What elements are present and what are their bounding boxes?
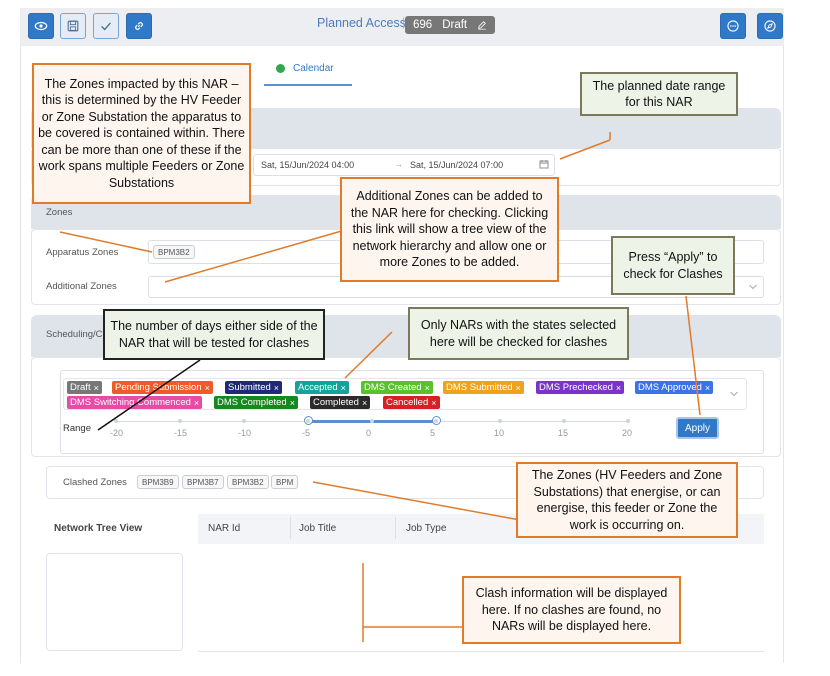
scheduling-title: Scheduling/C	[46, 329, 103, 340]
tab-calendar[interactable]: Calendar	[264, 58, 352, 86]
clashed-zones-label: Clashed Zones	[63, 477, 127, 488]
remove-icon[interactable]: ×	[361, 397, 368, 408]
edit-icon	[478, 21, 487, 30]
zones-title: Zones	[46, 207, 73, 218]
column-header-job-type[interactable]: Job Type	[406, 523, 447, 534]
remove-icon[interactable]: ×	[431, 397, 437, 408]
eye-icon	[34, 21, 48, 31]
column-divider	[395, 517, 396, 539]
callout-states: Only NARs with the states selected here …	[408, 307, 629, 360]
range-tick-label: -20	[110, 428, 124, 438]
state-chip-dms-completed[interactable]: DMS Completed×	[214, 396, 298, 409]
callout-days-range: The number of days either side of the NA…	[103, 309, 325, 360]
state-chip-submitted[interactable]: Submitted×	[225, 381, 283, 394]
chevron-down-icon[interactable]	[748, 283, 758, 291]
date-range-input[interactable]	[253, 154, 555, 176]
save-button[interactable]	[60, 13, 86, 39]
save-icon	[67, 20, 79, 32]
range-tick-mark	[178, 419, 182, 423]
title-divider: |	[402, 15, 406, 29]
clashed-zone-chip: BPM3B9	[137, 475, 179, 489]
remove-icon[interactable]: ×	[340, 382, 346, 393]
status-badge: Draft	[442, 19, 468, 31]
remove-icon[interactable]: ×	[193, 397, 200, 408]
callout-clashed-zones: The Zones (HV Feeders and Zone Substatio…	[516, 462, 738, 538]
compass-icon	[764, 20, 776, 32]
network-tree-title: Network Tree View	[54, 523, 143, 534]
state-chip-completed[interactable]: Completed×	[310, 396, 371, 409]
range-tick-label: -10	[238, 428, 252, 438]
clashed-zone-chip: BPM	[271, 475, 299, 489]
range-tick-mark	[498, 419, 502, 423]
remove-icon[interactable]: ×	[273, 382, 280, 393]
remove-icon[interactable]: ×	[93, 382, 99, 393]
start-date: Sat, 15/Jun/2024 04:00	[261, 160, 355, 170]
range-tick-label: 5	[430, 428, 436, 438]
check-icon	[101, 22, 111, 31]
more-button[interactable]	[720, 13, 746, 39]
range-tick-mark	[370, 419, 374, 423]
remove-icon[interactable]: ×	[515, 382, 521, 393]
state-chip-dms-approved[interactable]: DMS Approved×	[635, 381, 714, 394]
state-chip-dms-created[interactable]: DMS Created×	[361, 381, 433, 394]
range-tick-label: 10	[494, 428, 505, 438]
range-tick-label: 20	[622, 428, 633, 438]
more-icon	[727, 20, 739, 32]
chevron-down-icon[interactable]	[729, 390, 739, 398]
link-icon	[135, 22, 143, 30]
link-button[interactable]	[126, 13, 152, 39]
range-tick-mark	[306, 419, 310, 423]
range-tick-label: -15	[174, 428, 188, 438]
tab-calendar-label: Calendar	[293, 63, 334, 74]
end-date: Sat, 15/Jun/2024 07:00	[410, 160, 504, 170]
clashed-zone-chip: BPM3B2	[227, 475, 269, 489]
apparatus-zones-label: Apparatus Zones	[46, 247, 119, 258]
callout-date-range: The planned date range for this NAR	[580, 72, 738, 116]
range-label: Range	[63, 423, 91, 434]
state-chip-dms-switching-commenced[interactable]: DMS Switching Commenced×	[67, 396, 203, 409]
range-tick-mark	[242, 419, 246, 423]
remove-icon[interactable]: ×	[289, 397, 295, 408]
nar-badge[interactable]: 696 Draft	[405, 16, 496, 34]
callout-additional-zones: Additional Zones can be added to the NAR…	[340, 177, 559, 282]
state-chip-cancelled[interactable]: Cancelled×	[383, 396, 440, 409]
state-chip-pending-submission[interactable]: Pending Submission×	[112, 381, 213, 394]
range-tick-mark	[626, 419, 630, 423]
nar-id: 696	[413, 19, 433, 31]
view-button[interactable]	[28, 13, 54, 39]
state-chip-dms-prechecked[interactable]: DMS Prechecked×	[536, 381, 625, 394]
network-tree-panel[interactable]	[46, 553, 183, 651]
callout-clash-info: Clash information will be displayed here…	[462, 576, 681, 644]
remove-icon[interactable]: ×	[204, 382, 210, 393]
remove-icon[interactable]: ×	[615, 382, 622, 393]
column-header-job-title[interactable]: Job Title	[299, 523, 337, 534]
arrow-right-icon: →	[394, 159, 403, 169]
state-chip-draft[interactable]: Draft×	[67, 381, 102, 394]
callout-zones-impacted: The Zones impacted by this NAR – this is…	[32, 63, 251, 204]
validate-button[interactable]	[93, 13, 119, 39]
check-circle-icon	[276, 64, 285, 73]
remove-icon[interactable]: ×	[424, 382, 430, 393]
calendar-icon[interactable]	[539, 159, 549, 169]
page-title: Planned Access	[317, 16, 406, 30]
range-tick-label: 0	[366, 428, 372, 438]
state-chip-accepted[interactable]: Accepted×	[295, 381, 349, 394]
apply-button[interactable]: Apply	[676, 417, 719, 439]
state-chip-dms-submitted[interactable]: DMS Submitted×	[443, 381, 524, 394]
range-tick-label: -5	[302, 428, 311, 438]
table-footer-line	[198, 651, 764, 652]
column-header-nar-id[interactable]: NAR Id	[208, 523, 241, 534]
navigate-button[interactable]	[757, 13, 783, 39]
range-tick-mark	[434, 419, 438, 423]
range-tick-label: 15	[558, 428, 569, 438]
range-tick-mark	[562, 419, 566, 423]
callout-apply: Press “Apply” to check for Clashes	[611, 236, 735, 295]
apparatus-zone-chip: BPM3B2	[153, 245, 195, 259]
clashed-zone-chip: BPM3B7	[182, 475, 224, 489]
column-divider	[290, 517, 291, 539]
additional-zones-label: Additional Zones	[46, 281, 117, 292]
remove-icon[interactable]: ×	[704, 382, 711, 393]
range-tick-mark	[114, 419, 118, 423]
